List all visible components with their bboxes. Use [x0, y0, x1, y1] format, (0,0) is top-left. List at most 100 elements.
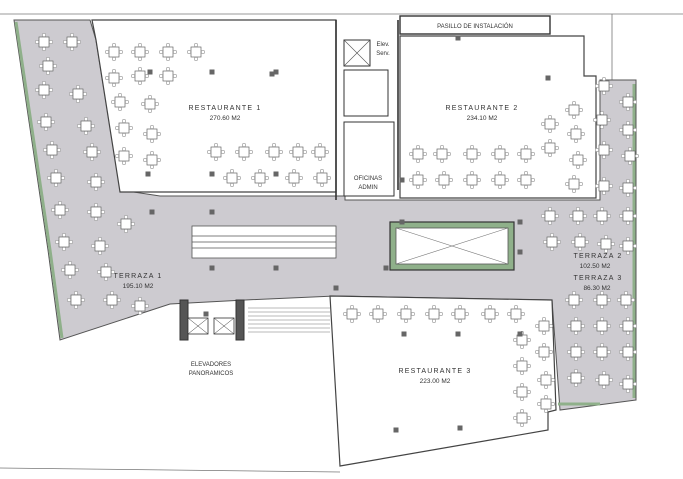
- table-set: [490, 170, 510, 190]
- table-set: [540, 138, 560, 158]
- table-set: [512, 356, 532, 376]
- table-set: [36, 112, 56, 132]
- elev-serv-label-1: Elev.: [377, 42, 390, 48]
- structural-column: [545, 75, 551, 81]
- table-set: [540, 206, 560, 226]
- structural-column: [393, 427, 399, 433]
- table-set: [506, 304, 526, 324]
- table-set: [564, 290, 584, 310]
- table-set: [536, 394, 556, 414]
- restaurante-3-area: 223.00 M2: [420, 378, 451, 385]
- table-set: [288, 142, 308, 162]
- table-set: [566, 124, 586, 144]
- table-set: [540, 114, 560, 134]
- table-set: [130, 296, 150, 316]
- table-set: [50, 200, 70, 220]
- table-set: [618, 374, 638, 394]
- table-set: [616, 290, 636, 310]
- table-set: [86, 172, 106, 192]
- table-set: [130, 42, 150, 62]
- table-set: [104, 68, 124, 88]
- structural-column: [273, 171, 279, 177]
- table-set: [130, 66, 150, 86]
- table-set: [434, 170, 454, 190]
- terraza-2-label: TERRAZA 2: [574, 253, 623, 260]
- structural-column: [209, 209, 215, 215]
- structural-column: [269, 71, 275, 77]
- table-set: [570, 232, 590, 252]
- table-set: [96, 262, 116, 282]
- table-set: [54, 232, 74, 252]
- restaurante-2-area: 234.10 M2: [467, 115, 498, 122]
- table-set: [534, 342, 554, 362]
- table-set: [86, 202, 106, 222]
- table-set: [264, 142, 284, 162]
- structural-column: [273, 265, 279, 271]
- table-set: [42, 140, 62, 160]
- table-set: [516, 144, 536, 164]
- table-set: [618, 342, 638, 362]
- structural-column: [399, 219, 405, 225]
- table-set: [480, 304, 500, 324]
- structural-column: [517, 331, 523, 337]
- table-set: [534, 316, 554, 336]
- table-set: [594, 370, 614, 390]
- table-set: [342, 304, 362, 324]
- terraza-1-label: TERRAZA 1: [114, 273, 163, 280]
- table-set: [114, 118, 134, 138]
- table-set: [516, 170, 536, 190]
- table-set: [618, 120, 638, 140]
- table-set: [310, 142, 330, 162]
- table-set: [592, 206, 612, 226]
- table-set: [408, 170, 428, 190]
- escalator: [191, 225, 337, 259]
- structural-column: [145, 171, 151, 177]
- table-set: [158, 42, 178, 62]
- terraza-3-area: 86.30 M2: [583, 285, 610, 292]
- perimeter-planters: [14, 21, 636, 406]
- table-set: [284, 168, 304, 188]
- structural-column: [401, 331, 407, 337]
- table-set: [566, 342, 586, 362]
- restaurante-3-area: [329, 295, 557, 467]
- terraza-3-label: TERRAZA 3: [574, 275, 623, 282]
- terraza-2-area: 102.50 M2: [580, 263, 611, 270]
- table-set: [76, 116, 96, 136]
- table-set: [102, 290, 122, 310]
- structural-column: [517, 249, 523, 255]
- table-set: [60, 260, 80, 280]
- table-set: [424, 304, 444, 324]
- service-core: [335, 20, 399, 200]
- table-set: [66, 290, 86, 310]
- table-set: [90, 236, 110, 256]
- table-set: [142, 124, 162, 144]
- structural-column: [399, 177, 405, 183]
- structural-column: [203, 311, 209, 317]
- table-set: [186, 42, 206, 62]
- table-set: [594, 140, 614, 160]
- table-set: [620, 146, 640, 166]
- oficinas-label-2: ADMIN: [358, 185, 377, 191]
- structural-column: [209, 69, 215, 75]
- table-set: [34, 32, 54, 52]
- structural-column: [455, 331, 461, 337]
- table-set: [234, 142, 254, 162]
- table-set: [62, 32, 82, 52]
- table-set: [34, 80, 54, 100]
- table-set: [46, 168, 66, 188]
- service-elevator-icon: [343, 39, 371, 67]
- table-set: [116, 214, 136, 234]
- restaurante-1-area: 270.60 M2: [210, 115, 241, 122]
- table-set: [542, 232, 562, 252]
- structural-column: [333, 285, 339, 291]
- restaurante-2-area: [399, 35, 597, 199]
- table-set: [312, 168, 332, 188]
- columns: [145, 35, 551, 433]
- pasillo-box: [399, 15, 551, 35]
- table-set: [206, 142, 226, 162]
- structural-column: [383, 265, 389, 271]
- table-set: [158, 66, 178, 86]
- structural-column: [149, 209, 155, 215]
- table-set: [408, 144, 428, 164]
